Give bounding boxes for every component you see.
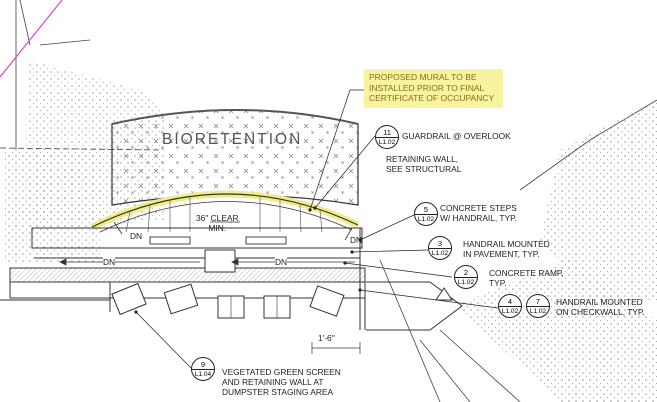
retaining-wall-curve (91, 193, 359, 228)
detail-tag-11: 11 L1.02 (375, 125, 399, 149)
concrete-steps-label: CONCRETE STEPS W/ HANDRAIL, TYP. (440, 203, 517, 223)
mural-note-callout: PROPOSED MURAL TO BE INSTALLED PRIOR TO … (364, 69, 503, 108)
leader-dots (134, 206, 362, 314)
clear-width-label: 36" CLEAR MIN. (196, 213, 239, 233)
detail-tag-number: 11 (376, 128, 398, 138)
detail-tag-3: 3 L1.02 (428, 236, 452, 260)
ramp-arrows (59, 221, 355, 266)
detail-tag-4: 4 L1.02 (498, 294, 522, 318)
guardrail-label: GUARDRAIL @ OVERLOOK (402, 131, 511, 141)
detail-tag-5: 5 L1.02 (414, 202, 438, 226)
detail-tag-sheet: L1.02 (417, 216, 435, 223)
detail-tag-sheet: L1.04 (194, 371, 212, 378)
handrail-pavement-label: HANDRAIL MOUNTED IN PAVEMENT, TYP. (463, 239, 550, 259)
dn-label-3: DN (103, 257, 116, 267)
plaza-walls (0, 227, 366, 330)
mural-note-text: PROPOSED MURAL TO BE INSTALLED PRIOR TO … (369, 72, 495, 103)
dn-label-2: DN (350, 235, 363, 245)
detail-tag-sheet: L1.02 (378, 139, 396, 146)
leader-lines (135, 89, 499, 371)
magenta-line (0, 0, 63, 78)
detail-tag-sheet: L1.02 (431, 250, 449, 257)
dn-label-1: DN (130, 231, 143, 241)
seating-cubes (111, 282, 345, 319)
concrete-ramp-label: CONCRETE RAMP, TYP. (489, 268, 564, 288)
seating-cube-details (230, 296, 278, 318)
dimension-label: 1'-6" (318, 333, 335, 343)
green-screen-label: VEGETATED GREEN SCREEN AND RETAINING WAL… (222, 367, 341, 397)
detail-tag-number: 3 (429, 239, 451, 249)
detail-tag-sheet: L1.02 (529, 308, 547, 315)
checkwall-ramp (366, 281, 463, 331)
benches (149, 236, 287, 245)
detail-tag-number: 2 (455, 268, 477, 278)
detail-tag-2: 2 L1.02 (454, 265, 478, 289)
detail-tag-number: 4 (499, 297, 521, 307)
detail-tag-number: 7 (527, 297, 549, 307)
retaining-wall-label: RETAINING WALL, SEE STRUCTURAL (386, 154, 462, 174)
detail-tag-7: 7 L1.02 (526, 294, 550, 318)
detail-tag-number: 9 (192, 360, 214, 370)
concrete-steps (125, 197, 323, 233)
dimension-line (210, 221, 361, 354)
detail-tag-sheet: L1.02 (457, 279, 475, 286)
bioretention-label: BIORETENTION (162, 131, 303, 148)
detail-tag-sheet: L1.02 (501, 308, 519, 315)
bioretention-rim (111, 109, 359, 125)
handrail-checkwall-label: HANDRAIL MOUNTED ON CHECKWALL, TYP. (556, 297, 645, 317)
dn-label-4: DN (275, 257, 288, 267)
detail-tag-number: 5 (415, 205, 437, 215)
detail-tag-9: 9 L1.04 (191, 357, 215, 381)
